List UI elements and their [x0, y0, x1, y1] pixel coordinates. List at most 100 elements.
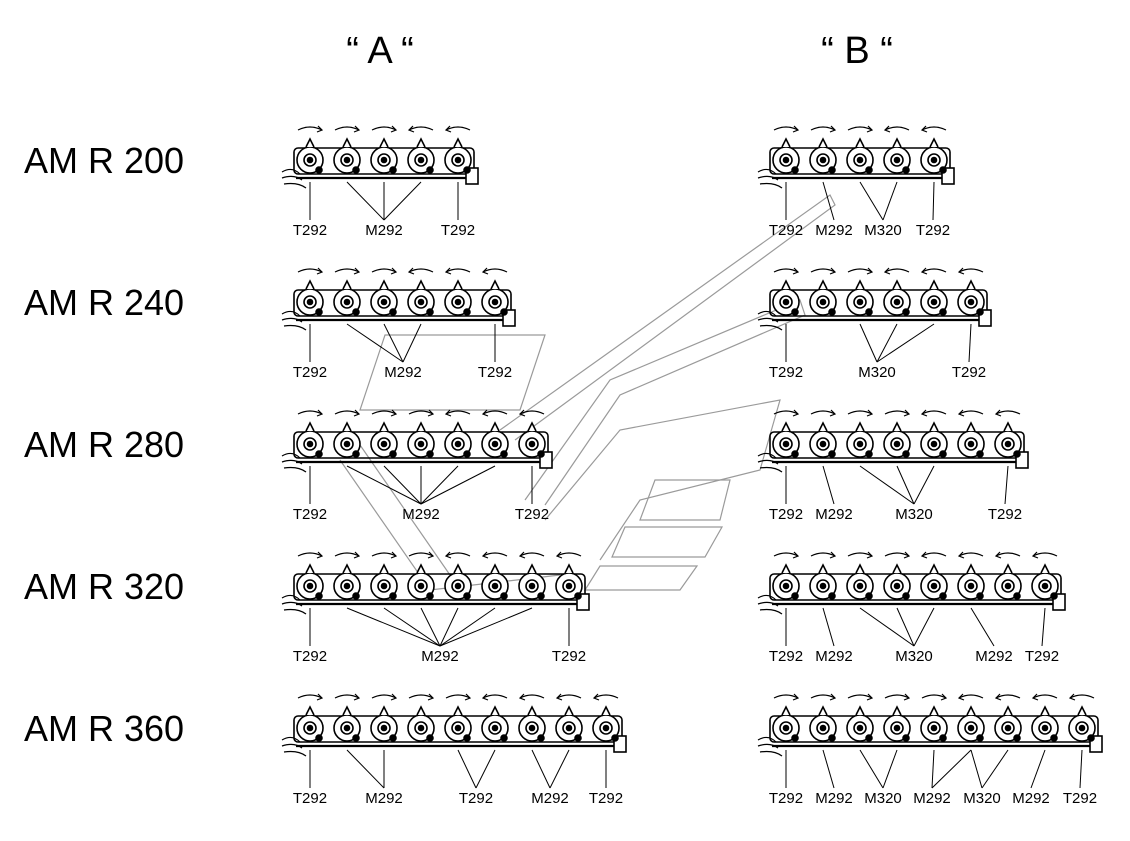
rotation-arrow [810, 552, 836, 557]
leader-line [882, 181, 898, 221]
leader-line [931, 749, 972, 789]
leader-line [896, 607, 915, 647]
rotation-arrow [958, 552, 984, 557]
rotation-arrow [773, 268, 799, 273]
leader-line [876, 323, 898, 363]
leader-line [439, 607, 496, 647]
leader-line [420, 607, 441, 647]
part-label: T292 [768, 506, 804, 523]
cutting-disc [846, 693, 874, 742]
model-label-r200: AM R 200 [24, 140, 185, 181]
rotation-arrow [884, 694, 910, 699]
cutting-disc [296, 125, 324, 174]
leader-line [1004, 465, 1009, 505]
rotation-arrow [408, 552, 434, 557]
cutting-disc [481, 693, 509, 742]
leader-line [876, 323, 935, 363]
rotation-arrow [921, 268, 947, 273]
hose-lines [757, 736, 783, 757]
leader-line [981, 749, 1009, 789]
cutting-disc [809, 551, 837, 600]
rotation-arrow [334, 694, 360, 699]
rotation-arrow [297, 126, 323, 131]
leader-line [1030, 749, 1046, 789]
cutting-disc [957, 551, 985, 600]
part-label: M320 [864, 790, 902, 807]
cutting-disc [809, 125, 837, 174]
leader-line [346, 749, 385, 789]
cutting-disc [994, 551, 1022, 600]
hose-lines [281, 310, 307, 331]
hose-lines [281, 452, 307, 473]
hose-lines [757, 310, 783, 331]
part-label: T292 [514, 506, 550, 523]
cutting-disc [920, 693, 948, 742]
part-label: M292 [975, 648, 1013, 665]
rotation-arrow [297, 552, 323, 557]
cutting-disc [407, 551, 435, 600]
leader-line [346, 465, 422, 505]
leader-line [383, 607, 441, 647]
rotation-arrow [921, 694, 947, 699]
rotation-arrow [297, 410, 323, 415]
cutting-disc [407, 267, 435, 316]
leader-line [913, 465, 935, 505]
rotation-arrow [482, 268, 508, 273]
rotation-arrow [371, 126, 397, 131]
rotation-arrow [995, 694, 1021, 699]
leader-line [859, 323, 878, 363]
part-label: M292 [1012, 790, 1050, 807]
part-label: M292 [815, 648, 853, 665]
part-label: T292 [458, 790, 494, 807]
part-label: T292 [292, 790, 328, 807]
cutter-bar-beam [293, 289, 512, 317]
part-label: T292 [1062, 790, 1098, 807]
column-header-a: “ A “ [346, 30, 414, 72]
part-label: M292 [815, 506, 853, 523]
cutting-disc [809, 267, 837, 316]
cutting-disc [809, 409, 837, 458]
cutting-disc [883, 267, 911, 316]
leader-line [913, 607, 935, 647]
rotation-arrow [371, 552, 397, 557]
part-label: M320 [895, 648, 933, 665]
rotation-arrow [556, 694, 582, 699]
cutter-bar-beam [293, 573, 586, 601]
rotation-arrow [773, 694, 799, 699]
cutting-disc [444, 693, 472, 742]
rotation-arrow [334, 410, 360, 415]
rotation-arrow [995, 410, 1021, 415]
hose-lines [281, 594, 307, 615]
part-label: M292 [421, 648, 459, 665]
part-label: M292 [531, 790, 569, 807]
part-label: T292 [768, 222, 804, 239]
cutting-disc [370, 551, 398, 600]
leader-line [1041, 607, 1046, 647]
part-label: T292 [440, 222, 476, 239]
cutting-disc [772, 693, 800, 742]
part-label: M292 [913, 790, 951, 807]
cutting-disc [333, 693, 361, 742]
cutting-disc [481, 551, 509, 600]
leader-line [420, 465, 496, 505]
cutting-disc [518, 409, 546, 458]
cutting-disc [370, 693, 398, 742]
rotation-arrow [445, 694, 471, 699]
cutting-disc [296, 267, 324, 316]
rotation-arrow [847, 126, 873, 131]
model-label-r240: AM R 240 [24, 282, 185, 323]
cutting-disc [407, 693, 435, 742]
rotation-arrow [445, 410, 471, 415]
rotation-arrow [519, 552, 545, 557]
part-label: M292 [815, 222, 853, 239]
leader-line [402, 323, 422, 363]
rotation-arrow [958, 410, 984, 415]
part-label: T292 [951, 364, 987, 381]
leader-line [882, 749, 898, 789]
rotation-arrow [408, 126, 434, 131]
